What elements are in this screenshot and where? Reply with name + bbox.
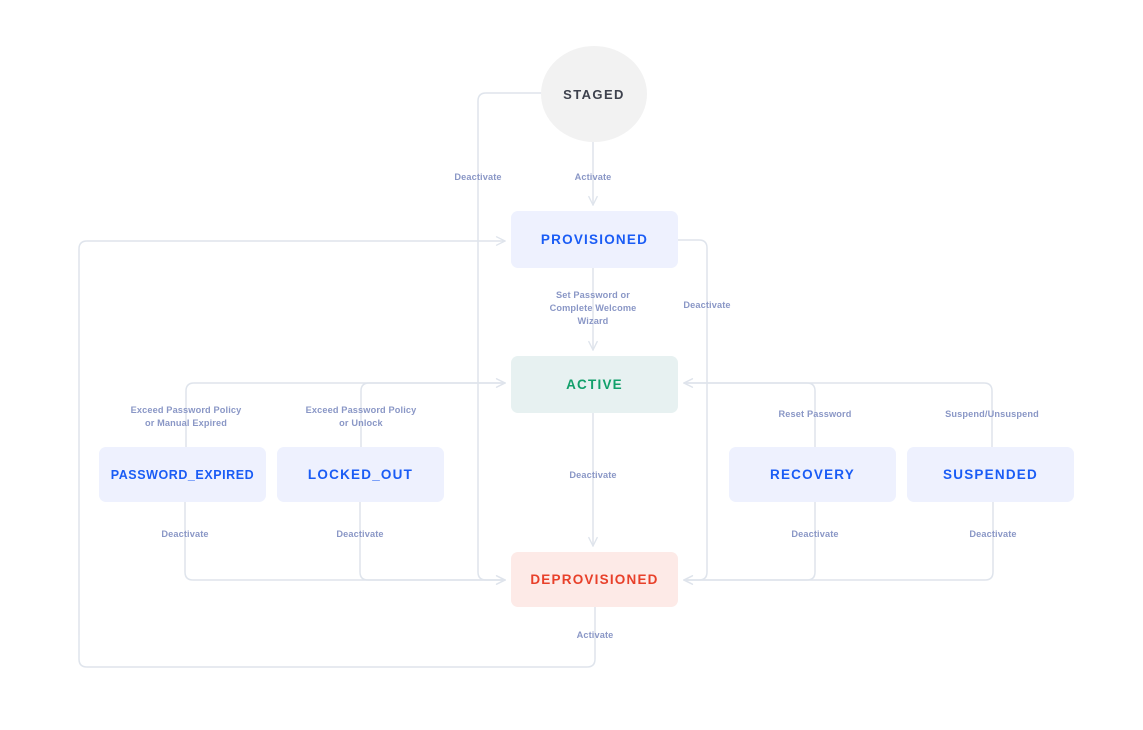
state-node-active-label: ACTIVE — [566, 377, 623, 392]
edge-deprovisioned-activate — [78, 236, 596, 668]
edge-label-text: Activate — [576, 630, 614, 640]
state-node-recovery[interactable]: RECOVERY — [729, 447, 896, 502]
edge-label-text: Deactivate — [569, 470, 617, 480]
edge-label-password-expired-deprovisioned: Deactivate — [161, 528, 208, 541]
state-node-staged-label: STAGED — [563, 86, 625, 102]
edge-label-text: Deactivate — [791, 529, 839, 539]
edge-password-expired-deprovisioned — [184, 501, 506, 585]
state-node-locked-out[interactable]: LOCKED_OUT — [277, 447, 444, 502]
edge-label-recovery-deprovisioned: Deactivate — [791, 528, 838, 541]
edge-label-suspended-active: Suspend/Unsuspend — [945, 408, 1039, 421]
state-node-suspended[interactable]: SUSPENDED — [907, 447, 1074, 502]
edge-label-deprovisioned-activate: Activate — [577, 629, 614, 642]
edge-label-text: Set Password or Complete Welcome Wizard — [549, 290, 637, 327]
edge-label-active-deactivate: Deactivate — [569, 469, 616, 482]
state-node-recovery-label: RECOVERY — [770, 467, 855, 482]
state-node-deprovisioned[interactable]: DEPROVISIONED — [511, 552, 678, 607]
state-node-locked-out-label: LOCKED_OUT — [307, 467, 414, 482]
edge-label-password-expired-active: Exceed Password Policy or Manual Expired — [131, 404, 242, 430]
state-node-deprovisioned-label: DEPROVISIONED — [530, 572, 659, 587]
edge-label-text: Deactivate — [969, 529, 1017, 539]
edge-suspended-deprovisioned — [683, 501, 994, 585]
edge-staged-deactivate — [477, 92, 542, 585]
state-node-provisioned-label: PROVISIONED — [540, 232, 649, 247]
edge-label-locked-out-deprovisioned: Deactivate — [336, 528, 383, 541]
edge-label-text: Exceed Password Policy or Manual Expired — [130, 405, 242, 429]
state-node-suspended-label: SUSPENDED — [943, 467, 1038, 482]
edge-label-text: Deactivate — [683, 300, 731, 310]
state-node-staged[interactable]: STAGED — [541, 46, 647, 142]
edge-locked-out-deprovisioned — [359, 501, 506, 585]
edge-label-provisioned-active: Set Password or Complete Welcome Wizard — [550, 289, 637, 328]
edge-label-text: Suspend/Unsuspend — [945, 409, 1039, 419]
edge-label-locked-out-active: Exceed Password Policy or Unlock — [306, 404, 417, 430]
edge-locked-out-active — [360, 378, 506, 448]
edge-suspended-active — [683, 378, 993, 448]
state-node-provisioned[interactable]: PROVISIONED — [511, 211, 678, 268]
edge-password-expired-active — [185, 378, 506, 448]
edge-label-recovery-active: Reset Password — [779, 408, 852, 421]
edge-label-text: Reset Password — [778, 409, 852, 419]
edge-provisioned-deactivate — [677, 239, 708, 585]
edge-label-text: Deactivate — [161, 529, 209, 539]
edge-label-text: Deactivate — [336, 529, 384, 539]
state-node-password-expired-label: PASSWORD_EXPIRED — [110, 467, 255, 482]
edge-label-staged-activate: Activate — [575, 171, 612, 184]
edge-label-suspended-deprovisioned: Deactivate — [969, 528, 1016, 541]
edge-label-text: Deactivate — [454, 172, 502, 182]
state-node-password-expired[interactable]: PASSWORD_EXPIRED — [99, 447, 266, 502]
edge-label-staged-deactivate: Deactivate — [454, 171, 501, 184]
edge-label-text: Exceed Password Policy or Unlock — [305, 405, 417, 429]
edge-label-provisioned-deactivate: Deactivate — [683, 299, 730, 312]
state-node-active[interactable]: ACTIVE — [511, 356, 678, 413]
edge-label-text: Activate — [574, 172, 612, 182]
